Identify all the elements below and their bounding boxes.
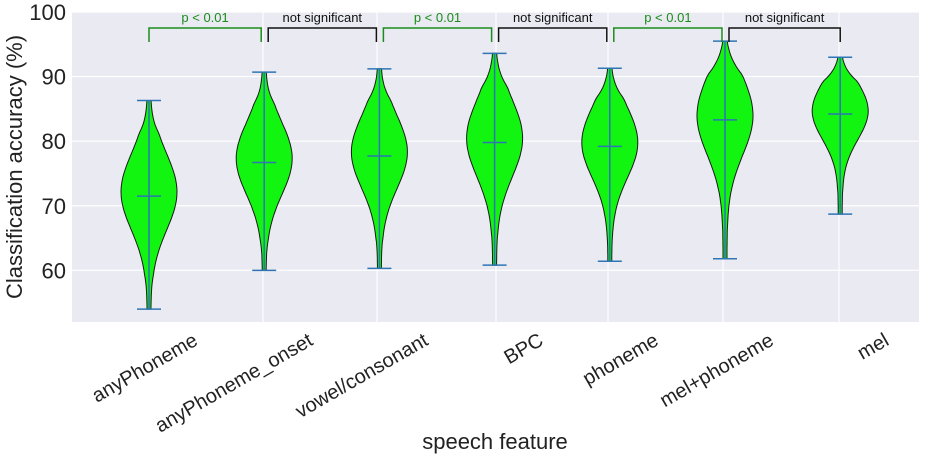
x-tick-label: mel+phoneme [656, 329, 777, 412]
significance-label: not significant [513, 10, 593, 25]
y-tick-label: 60 [42, 258, 66, 283]
y-tick-label: 100 [29, 0, 66, 25]
significance-label: p < 0.01 [644, 10, 691, 25]
significance-bracket [728, 27, 841, 42]
y-tick-label: 80 [42, 129, 66, 154]
y-tick-label: 90 [42, 65, 66, 90]
y-axis-ticks: 60 70 80 90 100 [29, 0, 66, 283]
x-tick-label: BPC [500, 329, 547, 369]
y-axis-label: Classification accuracy (%) [2, 35, 27, 299]
significance-label: p < 0.01 [414, 10, 461, 25]
significance-bracket [382, 27, 493, 42]
violins [120, 40, 869, 310]
significance-brackets: p < 0.01 not significant p < 0.01 not signi… [148, 10, 841, 42]
x-tick-label: anyPhoneme [88, 329, 201, 407]
significance-label: p < 0.01 [181, 10, 228, 25]
significance-label: not significant [745, 10, 825, 25]
significance-bracket [613, 27, 723, 42]
significance-bracket [148, 27, 262, 42]
x-tick-label: mel [854, 329, 893, 364]
y-tick-label: 70 [42, 194, 66, 219]
significance-label: not significant [283, 10, 363, 25]
x-tick-label: phoneme [579, 329, 662, 390]
x-axis-label: speech feature [422, 429, 568, 454]
significance-bracket [497, 27, 608, 42]
significance-bracket [267, 27, 378, 42]
x-axis-ticks: anyPhonemeanyPhoneme_onsetvowel/consonan… [88, 329, 892, 437]
